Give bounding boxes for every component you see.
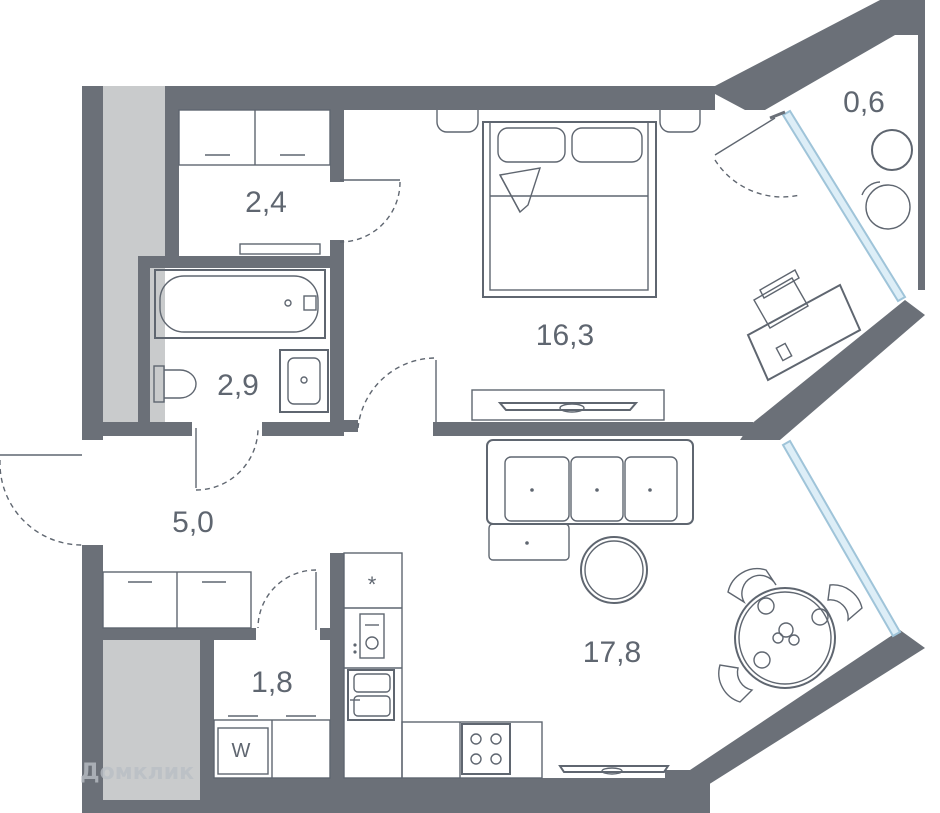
bed	[482, 121, 657, 298]
area-balcony: 0,6	[843, 86, 885, 119]
walls	[82, 0, 925, 813]
stove	[461, 723, 511, 775]
house-logo-icon	[38, 756, 74, 786]
desk	[746, 283, 862, 382]
kitchen-sink	[347, 669, 395, 721]
sofa	[486, 439, 694, 561]
tv-console-bedroom	[471, 389, 665, 421]
desk-chair	[753, 269, 809, 329]
window-frame-line	[769, 110, 786, 120]
bathtub	[154, 269, 326, 339]
oven	[353, 613, 385, 659]
area-bathroom: 2,9	[217, 369, 259, 402]
tv-console-living	[558, 765, 670, 775]
balcony-chair	[861, 181, 911, 230]
fridge-icon: *	[368, 572, 377, 597]
area-living-kitchen: 17,8	[583, 636, 641, 669]
area-hallway: 5,0	[172, 506, 214, 539]
washer-label: W	[232, 740, 251, 762]
balcony-table	[871, 129, 913, 171]
coffee-table	[580, 536, 648, 604]
area-wardrobe: 2,4	[245, 186, 287, 219]
bathroom-sink	[279, 349, 329, 413]
doors	[0, 117, 801, 630]
area-laundry: 1,8	[251, 666, 293, 699]
dining-table	[734, 587, 836, 689]
wardrobe-cabinets	[178, 109, 331, 255]
window-living	[781, 439, 902, 638]
hallway-closet	[102, 571, 252, 629]
area-bedroom: 16,3	[536, 319, 594, 352]
dining-chairs	[718, 567, 863, 703]
kitchen-counter	[343, 552, 543, 779]
watermark: Домклик	[38, 756, 194, 786]
toilet	[153, 365, 197, 403]
light-wall-lower	[103, 640, 200, 800]
nightstands	[436, 110, 701, 133]
window-balcony	[781, 109, 907, 303]
watermark-text: Домклик	[80, 760, 194, 785]
fridge: *	[368, 572, 377, 597]
laundry-counter	[213, 715, 331, 779]
